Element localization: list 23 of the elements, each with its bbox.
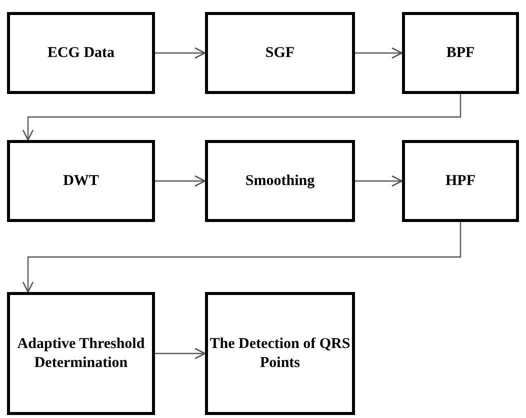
box-label: The Detection of QRS Points	[208, 334, 352, 372]
process-box	[402, 12, 519, 94]
arrow	[22, 222, 462, 293]
process-box	[7, 12, 155, 94]
box-label: ECG Data	[47, 44, 115, 62]
box-label: BPF	[446, 44, 475, 62]
box-label: SGF	[265, 44, 295, 62]
process-box	[7, 140, 155, 222]
arrow	[355, 175, 403, 187]
process-box	[205, 292, 355, 415]
arrow	[155, 348, 206, 360]
process-box	[7, 292, 155, 415]
arrow	[155, 47, 206, 59]
box-label: Smoothing	[245, 172, 315, 190]
arrow	[355, 47, 403, 59]
box-label: Adaptive Threshold Determination	[16, 334, 146, 372]
box-label: HPF	[446, 172, 476, 190]
box-label: DWT	[63, 172, 99, 190]
arrow	[155, 175, 206, 187]
process-box	[205, 140, 355, 222]
process-box	[205, 12, 355, 94]
arrow	[22, 94, 462, 141]
process-box	[402, 140, 519, 222]
